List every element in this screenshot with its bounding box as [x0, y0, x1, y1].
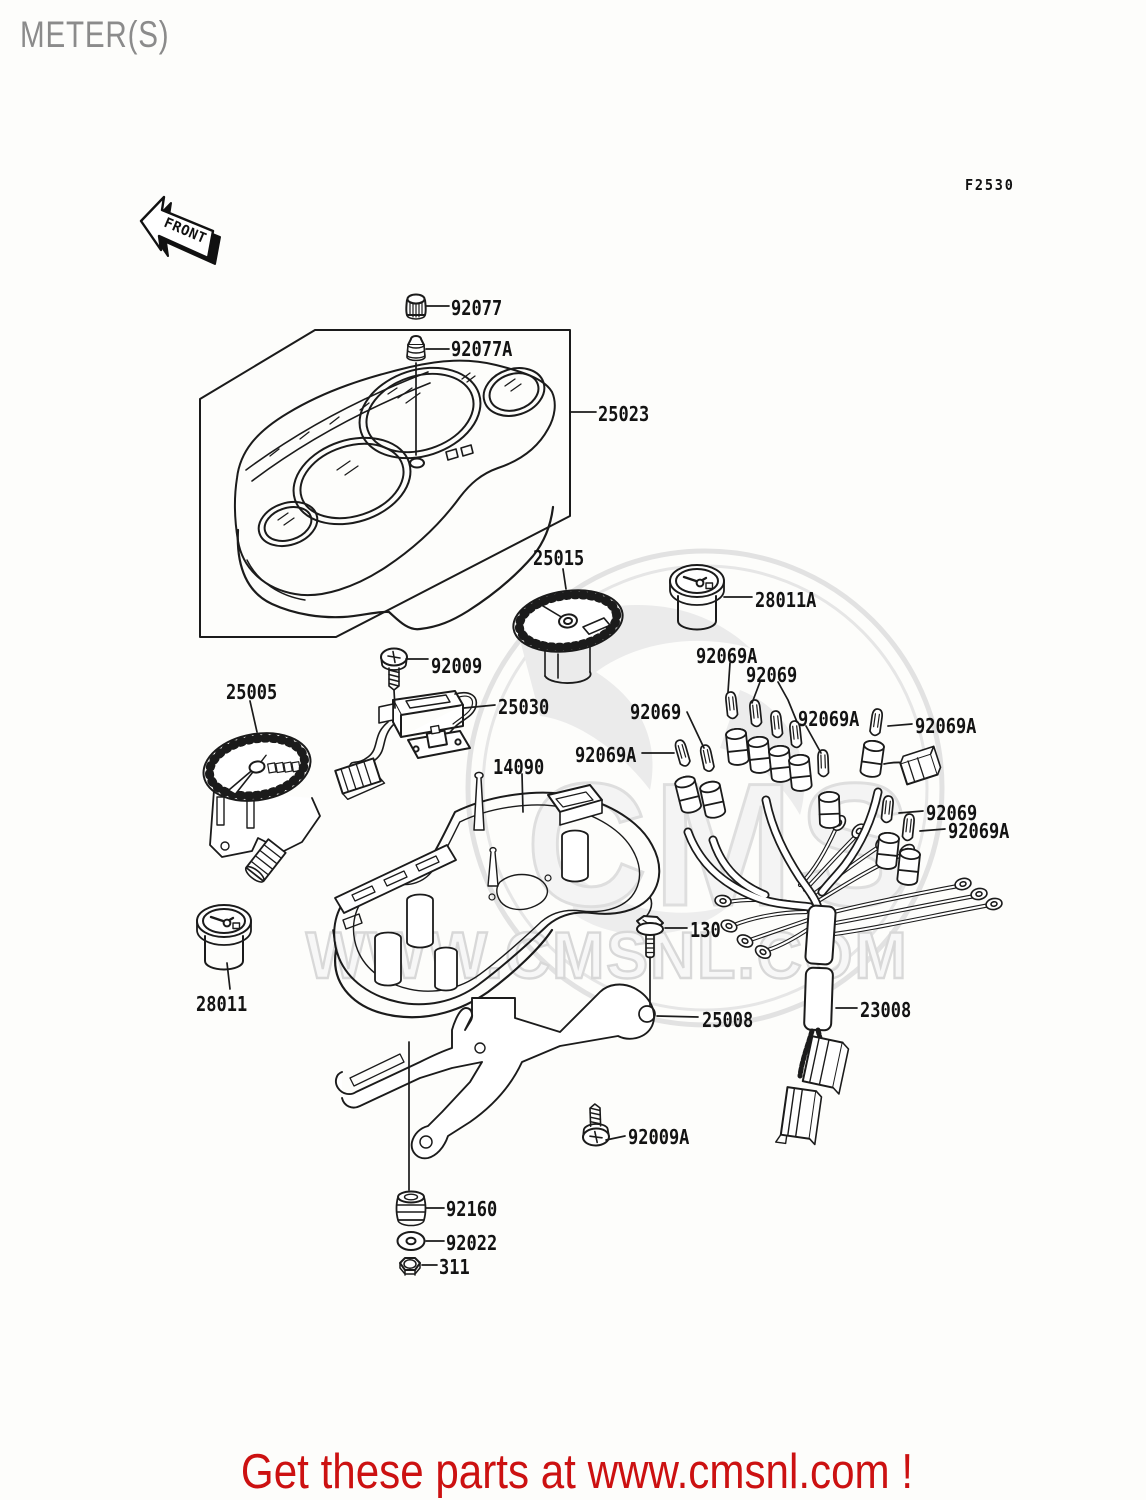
part-number-label-25015: 25015 [533, 546, 585, 570]
wiring-harness-23008 [674, 691, 1003, 1146]
harness-connector [801, 1035, 850, 1095]
front-direction-arrow: FRONT [139, 195, 221, 265]
grommet-icon-92160 [395, 1190, 427, 1227]
meter-sensor-25030 [334, 690, 478, 801]
part-number-label-92069-right: 92069 [926, 801, 978, 825]
part-number-label-28011A: 28011A [755, 588, 817, 612]
part-number-label-92009A: 92009A [628, 1125, 690, 1149]
meter-cap-icon [405, 293, 427, 320]
part-number-label-92077A: 92077A [451, 337, 513, 361]
bulb-sockets [674, 728, 921, 886]
part-number-label-130: 130 [690, 918, 721, 942]
part-number-label-92069A-mid: 92069A [798, 707, 860, 731]
part-number-label-311: 311 [439, 1255, 470, 1279]
meter-cover-25023 [233, 359, 556, 631]
part-number-label-25008: 25008 [702, 1008, 754, 1032]
part-number-label-92069A-left: 92069A [575, 743, 637, 767]
meter-bulbs [674, 691, 915, 842]
washer-icon-92022 [396, 1231, 426, 1251]
pan-screw-icon-92009 [380, 647, 408, 691]
leader-lines [226, 305, 946, 1266]
fuel-gauge-28011 [196, 904, 252, 971]
part-number-label-25005: 25005 [226, 680, 278, 704]
damper-screw-icon [406, 335, 426, 362]
part-number-label-92069A-top: 92069A [696, 644, 758, 668]
page-title: METER(S) [20, 14, 170, 55]
meter-case-14090 [332, 771, 661, 1019]
part-number-label-92009: 92009 [431, 654, 483, 678]
part-number-label-14090: 14090 [493, 755, 545, 779]
tachometer-25005 [202, 732, 321, 883]
flange-bolt-icon-130 [636, 915, 664, 959]
part-number-label-25023: 25023 [598, 402, 650, 426]
part-number-label-28011: 28011 [196, 992, 248, 1016]
part-number-label-92069A-right: 92069A [915, 714, 977, 738]
speedometer-dial-25015 [512, 589, 624, 684]
part-number-label-92069-top: 92069 [746, 663, 798, 687]
part-number-label-92160: 92160 [446, 1197, 498, 1221]
part-number-label-92069-left: 92069 [630, 700, 682, 724]
fuel-gauge-28011a [669, 564, 725, 631]
harness-connector [775, 1086, 823, 1146]
part-number-label-25030: 25030 [498, 695, 550, 719]
assembly-frame-box [199, 329, 571, 638]
part-number-label-92022: 92022 [446, 1231, 498, 1255]
bulb-plug-connector [899, 745, 942, 786]
pan-screw-icon-92009a [582, 1103, 610, 1147]
cmsnl-banner: Get these parts at www.cmsnl.com ! [240, 1445, 914, 1499]
meter-bracket-25008 [334, 983, 656, 1160]
part-number-label-92077: 92077 [451, 296, 503, 320]
nut-icon-311 [399, 1257, 421, 1276]
fiche-code: F2530 [965, 176, 1015, 194]
part-number-label-92069A-br: 92069A [948, 819, 1010, 843]
part-number-label-23008: 23008 [860, 998, 912, 1022]
